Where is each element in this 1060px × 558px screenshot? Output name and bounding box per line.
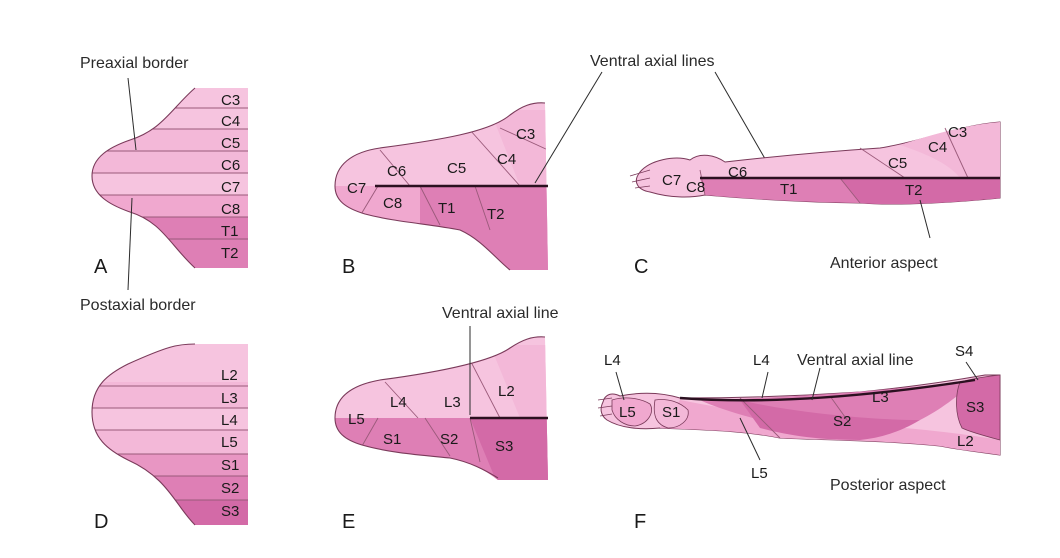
panel-c-upper-limb-anterior: C3 C4 C5 C6 C7 C8 T1 T2 Anterior aspect …: [629, 121, 1001, 278]
d-segment-s1: S1: [221, 457, 239, 474]
d-segment-s2: S2: [221, 480, 239, 497]
b-label-c3: C3: [516, 126, 535, 143]
a-segment-c4: C4: [221, 113, 240, 130]
panel-b-upper-limb-bud-later: C3 C4 C5 C6 C7 C8 T1 T2 B: [334, 102, 548, 278]
f-label-s2: S2: [833, 413, 851, 430]
b-label-t2: T2: [487, 206, 505, 223]
f-label-l5-bottom: L5: [751, 465, 768, 482]
ventral-axial-line-f-label: Ventral axial line: [797, 352, 914, 369]
panel-letter-d: D: [94, 511, 108, 533]
c-label-c5: C5: [888, 155, 907, 172]
e-label-l2: L2: [498, 383, 515, 400]
b-label-c7: C7: [347, 180, 366, 197]
c-label-c7: C7: [662, 172, 681, 189]
e-label-l3: L3: [444, 394, 461, 411]
c-label-t2: T2: [905, 182, 923, 199]
f-label-l4-top: L4: [604, 352, 621, 369]
ventral-axial-line-e-label: Ventral axial line: [442, 305, 559, 322]
f-label-s4: S4: [955, 343, 973, 360]
f-label-s1: S1: [662, 404, 680, 421]
d-segment-s3: S3: [221, 503, 239, 520]
b-label-c6: C6: [387, 163, 406, 180]
d-segment-l3: L3: [221, 390, 238, 407]
b-label-t1: T1: [438, 200, 456, 217]
a-segment-c5: C5: [221, 135, 240, 152]
a-segment-c7: C7: [221, 179, 240, 196]
panel-f-lower-limb-posterior: Ventral axial line L4 L4 L5 S1 L3 S2 S4 …: [597, 343, 1001, 533]
d-segment-l4: L4: [221, 412, 238, 429]
e-label-l4: L4: [390, 394, 407, 411]
a-segment-t1: T1: [221, 223, 239, 240]
b-label-c4: C4: [497, 151, 516, 168]
f-label-l4-mid: L4: [753, 352, 770, 369]
d-segment-l5: L5: [221, 434, 238, 451]
f-label-l5-foot: L5: [619, 404, 636, 421]
posterior-aspect-label: Posterior aspect: [830, 477, 946, 494]
b-label-c8: C8: [383, 195, 402, 212]
a-segment-t2: T2: [221, 245, 239, 262]
a-segment-c8: C8: [221, 201, 240, 218]
c-label-c4: C4: [928, 139, 947, 156]
e-label-s1: S1: [383, 431, 401, 448]
b-label-c5: C5: [447, 160, 466, 177]
e-label-l5: L5: [348, 411, 365, 428]
postaxial-border-label: Postaxial border: [80, 297, 196, 314]
panel-e-lower-limb-bud-later: Ventral axial line L2 L3 L4 L5 S1 S2 S3 …: [334, 305, 559, 533]
d-segment-l2: L2: [221, 367, 238, 384]
panel-letter-a: A: [94, 256, 108, 278]
anterior-aspect-label: Anterior aspect: [830, 255, 938, 272]
f-label-l3: L3: [872, 389, 889, 406]
e-label-s2: S2: [440, 431, 458, 448]
panel-letter-f: F: [634, 511, 646, 533]
preaxial-border-label: Preaxial border: [80, 55, 189, 72]
f-label-s3: S3: [966, 399, 984, 416]
panel-letter-e: E: [342, 511, 355, 533]
c-label-t1: T1: [780, 181, 798, 198]
a-segment-c6: C6: [221, 157, 240, 174]
f-label-l2: L2: [957, 433, 974, 450]
a-segment-c3: C3: [221, 92, 240, 109]
c-label-c6: C6: [728, 164, 747, 181]
c-label-c3: C3: [948, 124, 967, 141]
panel-letter-c: C: [634, 256, 648, 278]
ventral-axial-lines-label: Ventral axial lines: [590, 53, 715, 70]
panel-letter-b: B: [342, 256, 355, 278]
c-label-c8: C8: [686, 179, 705, 196]
e-label-s3: S3: [495, 438, 513, 455]
